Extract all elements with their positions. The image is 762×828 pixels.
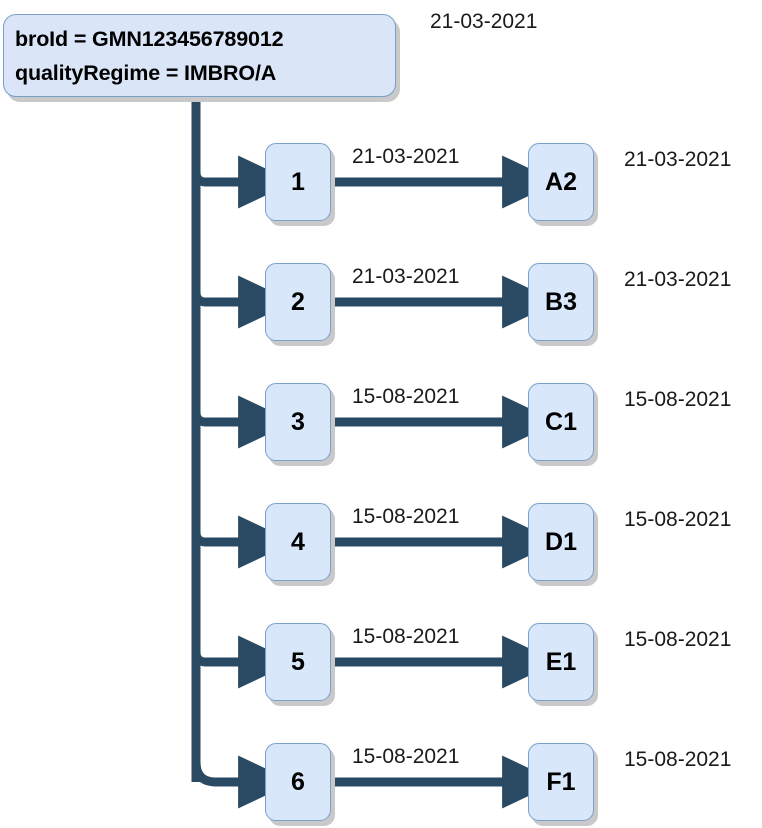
node-target-E1[interactable]: E1: [528, 623, 594, 701]
node-target-F1[interactable]: F1: [528, 743, 594, 821]
branch-connector-6: [191, 742, 294, 809]
registration-date-1: 21-03-2021: [624, 148, 732, 171]
node-target-A2[interactable]: A2: [528, 143, 594, 221]
node-source-6[interactable]: 6: [265, 743, 331, 821]
registration-date-3: 15-08-2021: [624, 388, 732, 411]
edge-label-2: 21-03-2021: [352, 265, 460, 288]
header-date: 21-03-2021: [430, 10, 538, 33]
edge-label-1: 21-03-2021: [352, 145, 460, 168]
registration-date-2: 21-03-2021: [624, 268, 732, 291]
edge-label-3: 15-08-2021: [352, 385, 460, 408]
node-target-D1[interactable]: D1: [528, 503, 594, 581]
node-target-B3[interactable]: B3: [528, 263, 594, 341]
root-quality-regime: qualityRegime = IMBRO/A: [15, 61, 277, 85]
node-source-4[interactable]: 4: [265, 503, 331, 581]
branch-connector-5: [191, 635, 294, 689]
edge-label-6: 15-08-2021: [352, 745, 460, 768]
root-node-gmn[interactable]: broId = GMN123456789012 qualityRegime = …: [3, 14, 396, 97]
edge-label-5: 15-08-2021: [352, 625, 460, 648]
branch-connector-3: [191, 395, 294, 449]
branch-connector-1: [191, 155, 294, 209]
node-source-1[interactable]: 1: [265, 143, 331, 221]
registration-date-6: 15-08-2021: [624, 748, 732, 771]
edge-label-4: 15-08-2021: [352, 505, 460, 528]
branch-connector-4: [191, 515, 294, 569]
node-source-2[interactable]: 2: [265, 263, 331, 341]
root-bro-id: broId = GMN123456789012: [15, 27, 284, 51]
registration-date-5: 15-08-2021: [624, 628, 732, 651]
node-source-5[interactable]: 5: [265, 623, 331, 701]
node-source-3[interactable]: 3: [265, 383, 331, 461]
node-target-C1[interactable]: C1: [528, 383, 594, 461]
registration-date-4: 15-08-2021: [624, 508, 732, 531]
branch-connector-2: [191, 275, 294, 329]
